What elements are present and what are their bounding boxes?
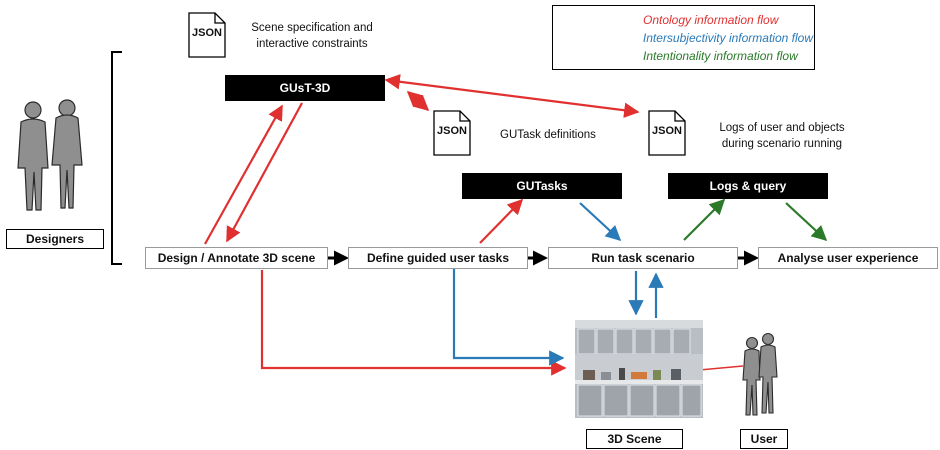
logs-caption: Logs of user and objects during scenario…: [702, 120, 862, 152]
design-annotate-step: Design / Annotate 3D scene: [145, 247, 328, 269]
scene-spec-caption-line2: interactive constraints: [256, 38, 368, 50]
user-label: User: [740, 429, 788, 449]
legend-item-intersubjectivity: Intersubjectivity information flow: [563, 29, 813, 47]
gutask-json-label: JSON: [437, 125, 467, 137]
run-scenario-step: Run task scenario: [548, 247, 738, 269]
logs-json-label: JSON: [652, 125, 682, 137]
ontology-gust-logs: [384, 74, 640, 118]
logs-query-box: Logs & query: [668, 173, 828, 199]
legend-item-intentionality: Intentionality information flow: [563, 47, 813, 65]
ontology-design-to-gust: [204, 104, 283, 245]
user-figure: [742, 332, 778, 416]
intentionality-logs-to-analyse: [785, 202, 828, 242]
legend-label-intersubjectivity: Intersubjectivity information flow: [642, 31, 813, 45]
logs-caption-line2: during scenario running: [721, 138, 843, 150]
legend-item-ontology: Ontology information flow: [563, 11, 813, 29]
gust3d-box: GUsT-3D: [225, 75, 385, 101]
scene-json-icon: JSON: [188, 12, 226, 58]
ontology-define-to-gutasks: [479, 198, 524, 244]
intersubjectivity-define-to-scene: [452, 269, 565, 366]
analyse-experience-step: Analyse user experience: [758, 247, 938, 269]
legend: Ontology information flow Intersubjectiv…: [552, 5, 815, 70]
scene-3d-image: [575, 320, 703, 418]
legend-label-intentionality: Intentionality information flow: [643, 49, 798, 63]
ontology-gust-gutask: [406, 90, 430, 112]
define-tasks-step: Define guided user tasks: [348, 247, 528, 269]
intersubjectivity-gutasks-to-run: [579, 202, 622, 242]
logs-json-icon: JSON: [648, 110, 686, 156]
gutask-definitions-caption: GUTask definitions: [500, 129, 596, 141]
ontology-design-to-scene: [260, 270, 567, 376]
scene-spec-caption-line1: Scene specification and: [251, 22, 373, 34]
scene-json-label: JSON: [192, 27, 222, 39]
gutasks-box: GUTasks: [462, 173, 622, 199]
gutask-json-icon: JSON: [433, 110, 471, 156]
logs-caption-line1: Logs of user and objects: [719, 122, 845, 134]
designers-figure: [17, 99, 83, 211]
scene-3d-label: 3D Scene: [586, 429, 683, 449]
intentionality-run-to-logs: [683, 198, 726, 241]
designers-label: Designers: [6, 229, 104, 249]
legend-label-ontology: Ontology information flow: [643, 13, 779, 27]
scene-spec-caption: Scene specification and interactive cons…: [232, 20, 392, 52]
designers-bracket: [111, 51, 122, 265]
ontology-gust-to-design: [226, 102, 303, 243]
